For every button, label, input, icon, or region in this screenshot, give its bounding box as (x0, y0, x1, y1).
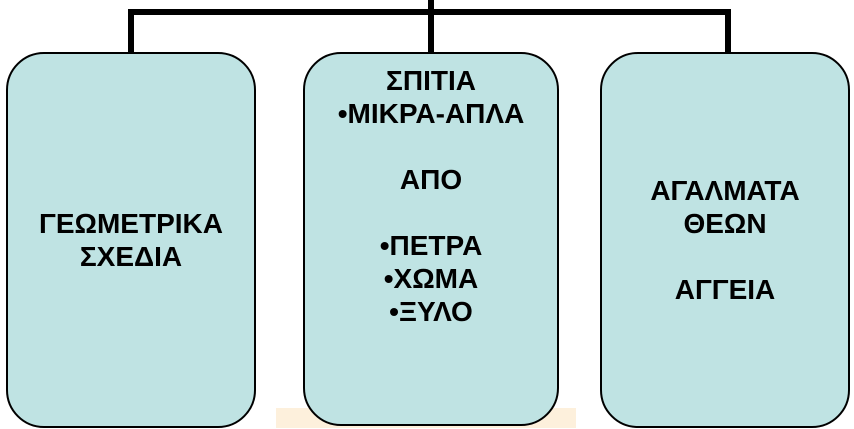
connector-left-drop (128, 9, 134, 54)
box-middle-line-4: •ΠΕΤΡΑ (379, 230, 483, 262)
box-houses: ΣΠΙΤΙΑ •ΜΙΚΡΑ-ΑΠΛΑ ΑΠΟ •ΠΕΤΡΑ •ΧΩΜΑ •ΞΥΛ… (303, 52, 559, 426)
connector-stem (428, 0, 434, 14)
box-middle-line-2: •ΜΙΚΡΑ-ΑΠΛΑ (337, 98, 525, 130)
box-middle-line-5: •ΧΩΜΑ (383, 263, 479, 295)
connector-middle-drop (428, 9, 434, 54)
box-right-line-3: ΑΓΓΕΙΑ (674, 274, 776, 306)
connector-right-drop (725, 9, 731, 54)
box-middle-line-3: ΑΠΟ (399, 164, 463, 196)
box-middle-line-6: •ΞΥΛΟ (389, 296, 473, 328)
box-left-line-2: ΣΧΕΔΙΑ (79, 241, 183, 272)
box-middle-line-1: ΣΠΙΤΙΑ (386, 65, 476, 96)
box-geometric-designs: ΓΕΩΜΕΤΡΙΚΑ ΣΧΕΔΙΑ (6, 52, 256, 428)
box-statues-vessels: ΑΓΑΛΜΑΤΑ ΘΕΩΝ ΑΓΓΕΙΑ (600, 52, 850, 428)
box-right-line-2: ΘΕΩΝ (683, 207, 767, 239)
box-left-line-1: ΓΕΩΜΕΤΡΙΚΑ (39, 207, 223, 239)
box-right-line-1: ΑΓΑΛΜΑΤΑ (650, 174, 800, 206)
